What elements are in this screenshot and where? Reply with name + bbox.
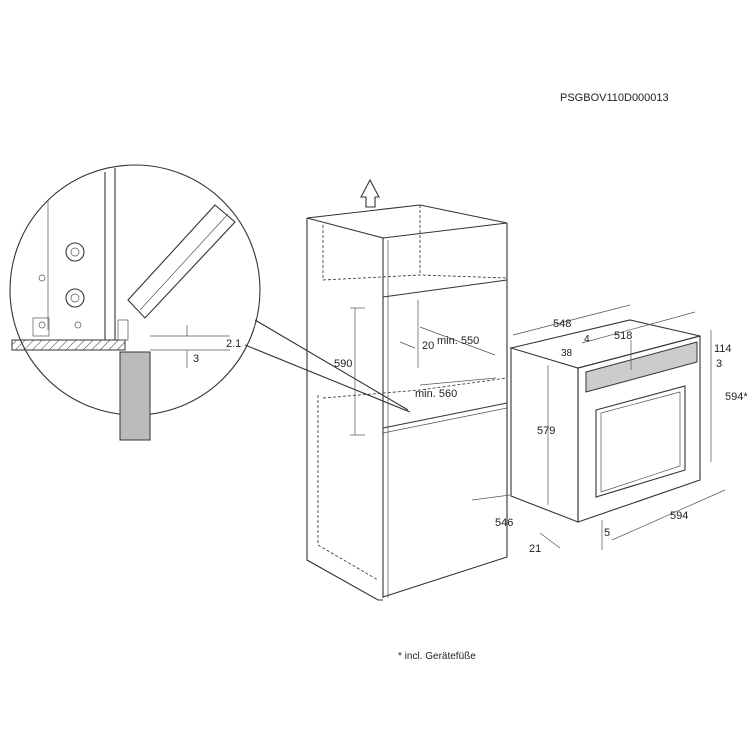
cabinet-height-label: 590 — [334, 358, 352, 370]
footnote: * incl. Gerätefüße — [398, 651, 476, 662]
cabinet-width-min-label: min. 550 — [437, 335, 479, 347]
oven-depth-total-label: 548 — [553, 318, 571, 330]
detail-gap-top-label: 2.1 — [226, 338, 241, 350]
oven-panel-gap-label: 3 — [716, 358, 722, 370]
oven-total-height-label: 594* — [725, 391, 748, 403]
oven-foot-label: 5 — [604, 527, 610, 539]
cabinet-drawing — [306, 178, 511, 601]
oven-depth-body-label: 518 — [614, 330, 632, 342]
detail-gap-bottom-label: 3 — [193, 353, 199, 365]
cabinet-depth-label: 546 — [495, 517, 513, 529]
oven-width-label: 594 — [670, 510, 688, 522]
detail-magnifier — [9, 164, 411, 441]
oven-drawing — [508, 304, 726, 550]
cabinet-depth-min-label: min. 560 — [415, 388, 457, 400]
drawing-code: PSGBOV110D000013 — [560, 92, 669, 104]
up-arrow-icon — [360, 178, 380, 208]
oven-body-height-label: 579 — [537, 425, 555, 437]
oven-panel-height-label: 114 — [714, 343, 732, 355]
cabinet-offset-label: 20 — [422, 340, 434, 352]
oven-offset-4-label: 4 — [584, 334, 590, 345]
oven-offset-38-label: 38 — [561, 348, 573, 359]
oven-door-depth-label: 21 — [529, 543, 541, 555]
